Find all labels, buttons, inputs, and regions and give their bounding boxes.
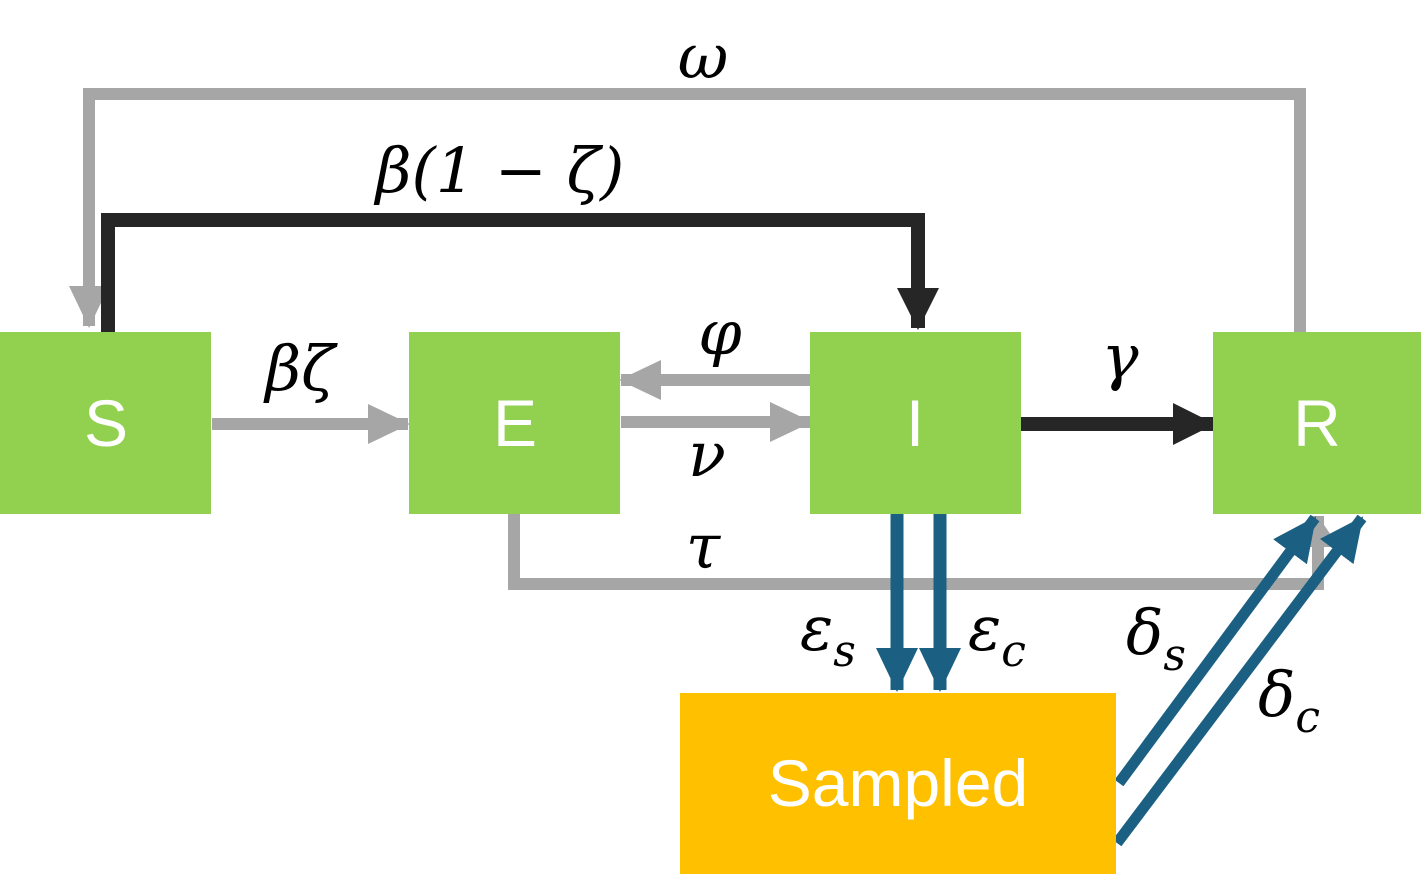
compartment-sampled: Sampled (680, 693, 1116, 874)
compartment-i: I (810, 332, 1021, 514)
compartment-e: E (409, 332, 620, 514)
phi-rate-label: φ (698, 296, 742, 369)
epsilon-s-rate-label: εs (800, 592, 856, 677)
delta-c-rate-label: δc (1258, 658, 1320, 743)
compartment-sampled-label: Sampled (768, 746, 1029, 820)
delta-s-base: δ (1126, 596, 1163, 669)
compartment-r-label: R (1293, 386, 1341, 460)
epsilon-s-subscript: s (833, 626, 856, 677)
delta-c-base: δ (1258, 658, 1295, 731)
delta-s-rate-label: δs (1126, 596, 1186, 681)
beta-one-minus-zeta-rate-label: β(1 − ζ) (374, 134, 625, 207)
beta-zeta-rate-label: βζ (263, 332, 338, 405)
delta-s-subscript: s (1163, 630, 1186, 681)
gamma-rate-label: γ (1101, 320, 1139, 393)
omega-flow-arrow (69, 88, 1306, 332)
beta-one-minus-zeta-flow-arrow (101, 213, 939, 334)
nu-rate-label: ν (688, 418, 726, 491)
epsilon-c-subscript: c (1001, 626, 1026, 677)
compartment-e-label: E (493, 386, 537, 460)
compartment-s: S (0, 332, 211, 514)
compartment-i-label: I (906, 386, 924, 460)
delta-c-subscript: c (1295, 692, 1320, 743)
compartment-s-label: S (84, 386, 128, 460)
epsilon-c-rate-label: εc (968, 592, 1026, 677)
compartment-r: R (1213, 332, 1421, 514)
epsilon-s-base: ε (800, 592, 833, 665)
tau-rate-label: τ (686, 510, 722, 583)
delta-c-flow-arrow (1112, 514, 1367, 847)
delta-s-flow-arrow (1114, 514, 1320, 787)
epsilon-c-base: ε (968, 592, 1001, 665)
tau-flow-arrow (508, 514, 1324, 590)
omega-rate-label: ω (678, 20, 729, 93)
